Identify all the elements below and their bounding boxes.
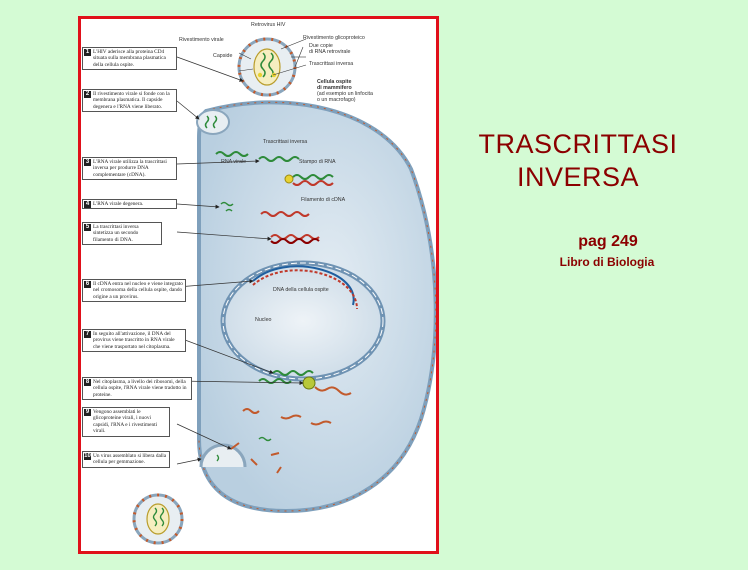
- step-text: Il cDNA entra nel nucleo e viene integra…: [93, 281, 183, 300]
- step-7: 7 In seguito all'attivazione, il DNA del…: [82, 329, 186, 353]
- pointer-step-8: [176, 380, 304, 386]
- label-nucleus: Nucleo: [255, 317, 272, 323]
- pointer-step-3: [176, 159, 260, 165]
- figure-frame: Retrovirus HIV Rivestimento virale Rives…: [78, 16, 439, 554]
- step-4: 4 L'RNA virale degenera.: [82, 199, 177, 210]
- step-number: 3: [84, 159, 91, 166]
- step-text: Nel citoplasma, a livello dei ribosomi, …: [93, 379, 187, 398]
- step-text: La trascrittasi inversa sintetizza un se…: [93, 224, 139, 243]
- ribosome: [302, 376, 316, 390]
- label-rna-copies-2: di RNA retrovirale: [309, 49, 351, 55]
- viral-rna-strand: [215, 151, 249, 157]
- pointer-step-5: [176, 231, 272, 241]
- released-virus: [132, 493, 184, 545]
- step-text: In seguito all'attivazione, il DNA del p…: [93, 331, 175, 350]
- step-text: Un virus assemblato si libera dalla cell…: [93, 453, 167, 466]
- step-3: 3 L'RNA virale utilizza la trascrittasi …: [82, 157, 177, 181]
- step-8: 8 Nel citoplasma, a livello dei ribosomi…: [82, 377, 192, 401]
- step-text: L'RNA virale utilizza la trascrittasi in…: [93, 159, 167, 178]
- label-rt-inner: Trascrittasi inversa: [263, 139, 307, 145]
- step-number: 1: [84, 49, 91, 56]
- step-9: 9 Vengono assemblati le glicoproteine vi…: [82, 407, 170, 437]
- pointer-step-4: [176, 203, 220, 209]
- label-host-cell-2: di mammifero: [317, 85, 352, 91]
- rna-cdna-hybrid: [292, 174, 334, 180]
- step-number: 8: [84, 379, 91, 386]
- step-6: 6 Il cDNA entra nel nucleo e viene integ…: [82, 279, 186, 303]
- label-rna-copies-1: Due copie: [309, 43, 333, 49]
- pointer-step-10: [176, 457, 202, 465]
- step-text: Vengono assemblati le glicoproteine vira…: [93, 409, 158, 435]
- title-line-2: INVERSA: [516, 162, 640, 192]
- cdna-strand: [260, 211, 310, 217]
- step-number: 9: [84, 409, 91, 416]
- retrovirus-top: [237, 37, 297, 97]
- retrovirus-lifecycle-diagram: Retrovirus HIV Rivestimento virale Rives…: [132, 22, 436, 545]
- label-retrovirus: Retrovirus HIV: [251, 22, 286, 28]
- label-capsid: Capside: [213, 53, 232, 59]
- pointer-step-1: [176, 56, 244, 82]
- step-text: L'HIV aderisce alla proteina CD4 situata…: [93, 49, 166, 68]
- step-number: 5: [84, 224, 91, 231]
- label-glycoprotein: Rivestimento glicoproteico: [303, 35, 365, 41]
- nucleus: [220, 260, 386, 382]
- step-number: 10: [84, 453, 91, 460]
- label-viral-rna: RNA virale: [221, 159, 246, 165]
- step-text: L'RNA virale degenera.: [93, 201, 144, 207]
- fused-virus: [196, 109, 230, 135]
- step-text: Il rivestimento virale si fonde con la m…: [93, 91, 170, 110]
- pointer-step-6: [176, 279, 254, 288]
- label-host-cell-1: Cellula ospite: [317, 79, 351, 85]
- label-cdna-strand: Filamento di cDNA: [301, 197, 346, 203]
- label-envelope: Rivestimento virale: [179, 37, 224, 43]
- label-rt-top: Trascrittasi inversa: [309, 61, 353, 67]
- pointer-step-2: [176, 100, 200, 120]
- slide-title: TRASCRITTASI INVERSA: [448, 128, 708, 194]
- step-number: 6: [84, 281, 91, 288]
- pointer-step-9: [176, 423, 232, 450]
- pointer-step-7: [176, 336, 274, 374]
- book-reference: Libro di Biologia: [559, 255, 655, 269]
- step-number: 7: [84, 331, 91, 338]
- page-reference: pag 249: [578, 233, 638, 250]
- step-2: 2 Il rivestimento virale si fonde con la…: [82, 89, 177, 113]
- step-number: 4: [84, 201, 91, 208]
- step-5: 5 La trascrittasi inversa sintetizza un …: [82, 222, 162, 246]
- label-host-cell-3: (ad esempio un linfocita: [317, 91, 373, 97]
- title-line-1: TRASCRITTASI: [478, 129, 678, 159]
- label-rna-template: Stampo di RNA: [299, 159, 336, 165]
- label-host-dna: DNA della cellula ospite: [273, 287, 329, 293]
- provirus-transcript: [272, 370, 314, 376]
- step-1: 1 L'HIV aderisce alla proteina CD4 situa…: [82, 47, 177, 71]
- step-10: 10 Un virus assemblato si libera dalla c…: [82, 451, 170, 468]
- label-host-cell-4: o un macrofago): [317, 97, 356, 103]
- double-stranded-cdna: [270, 234, 320, 240]
- step-number: 2: [84, 91, 91, 98]
